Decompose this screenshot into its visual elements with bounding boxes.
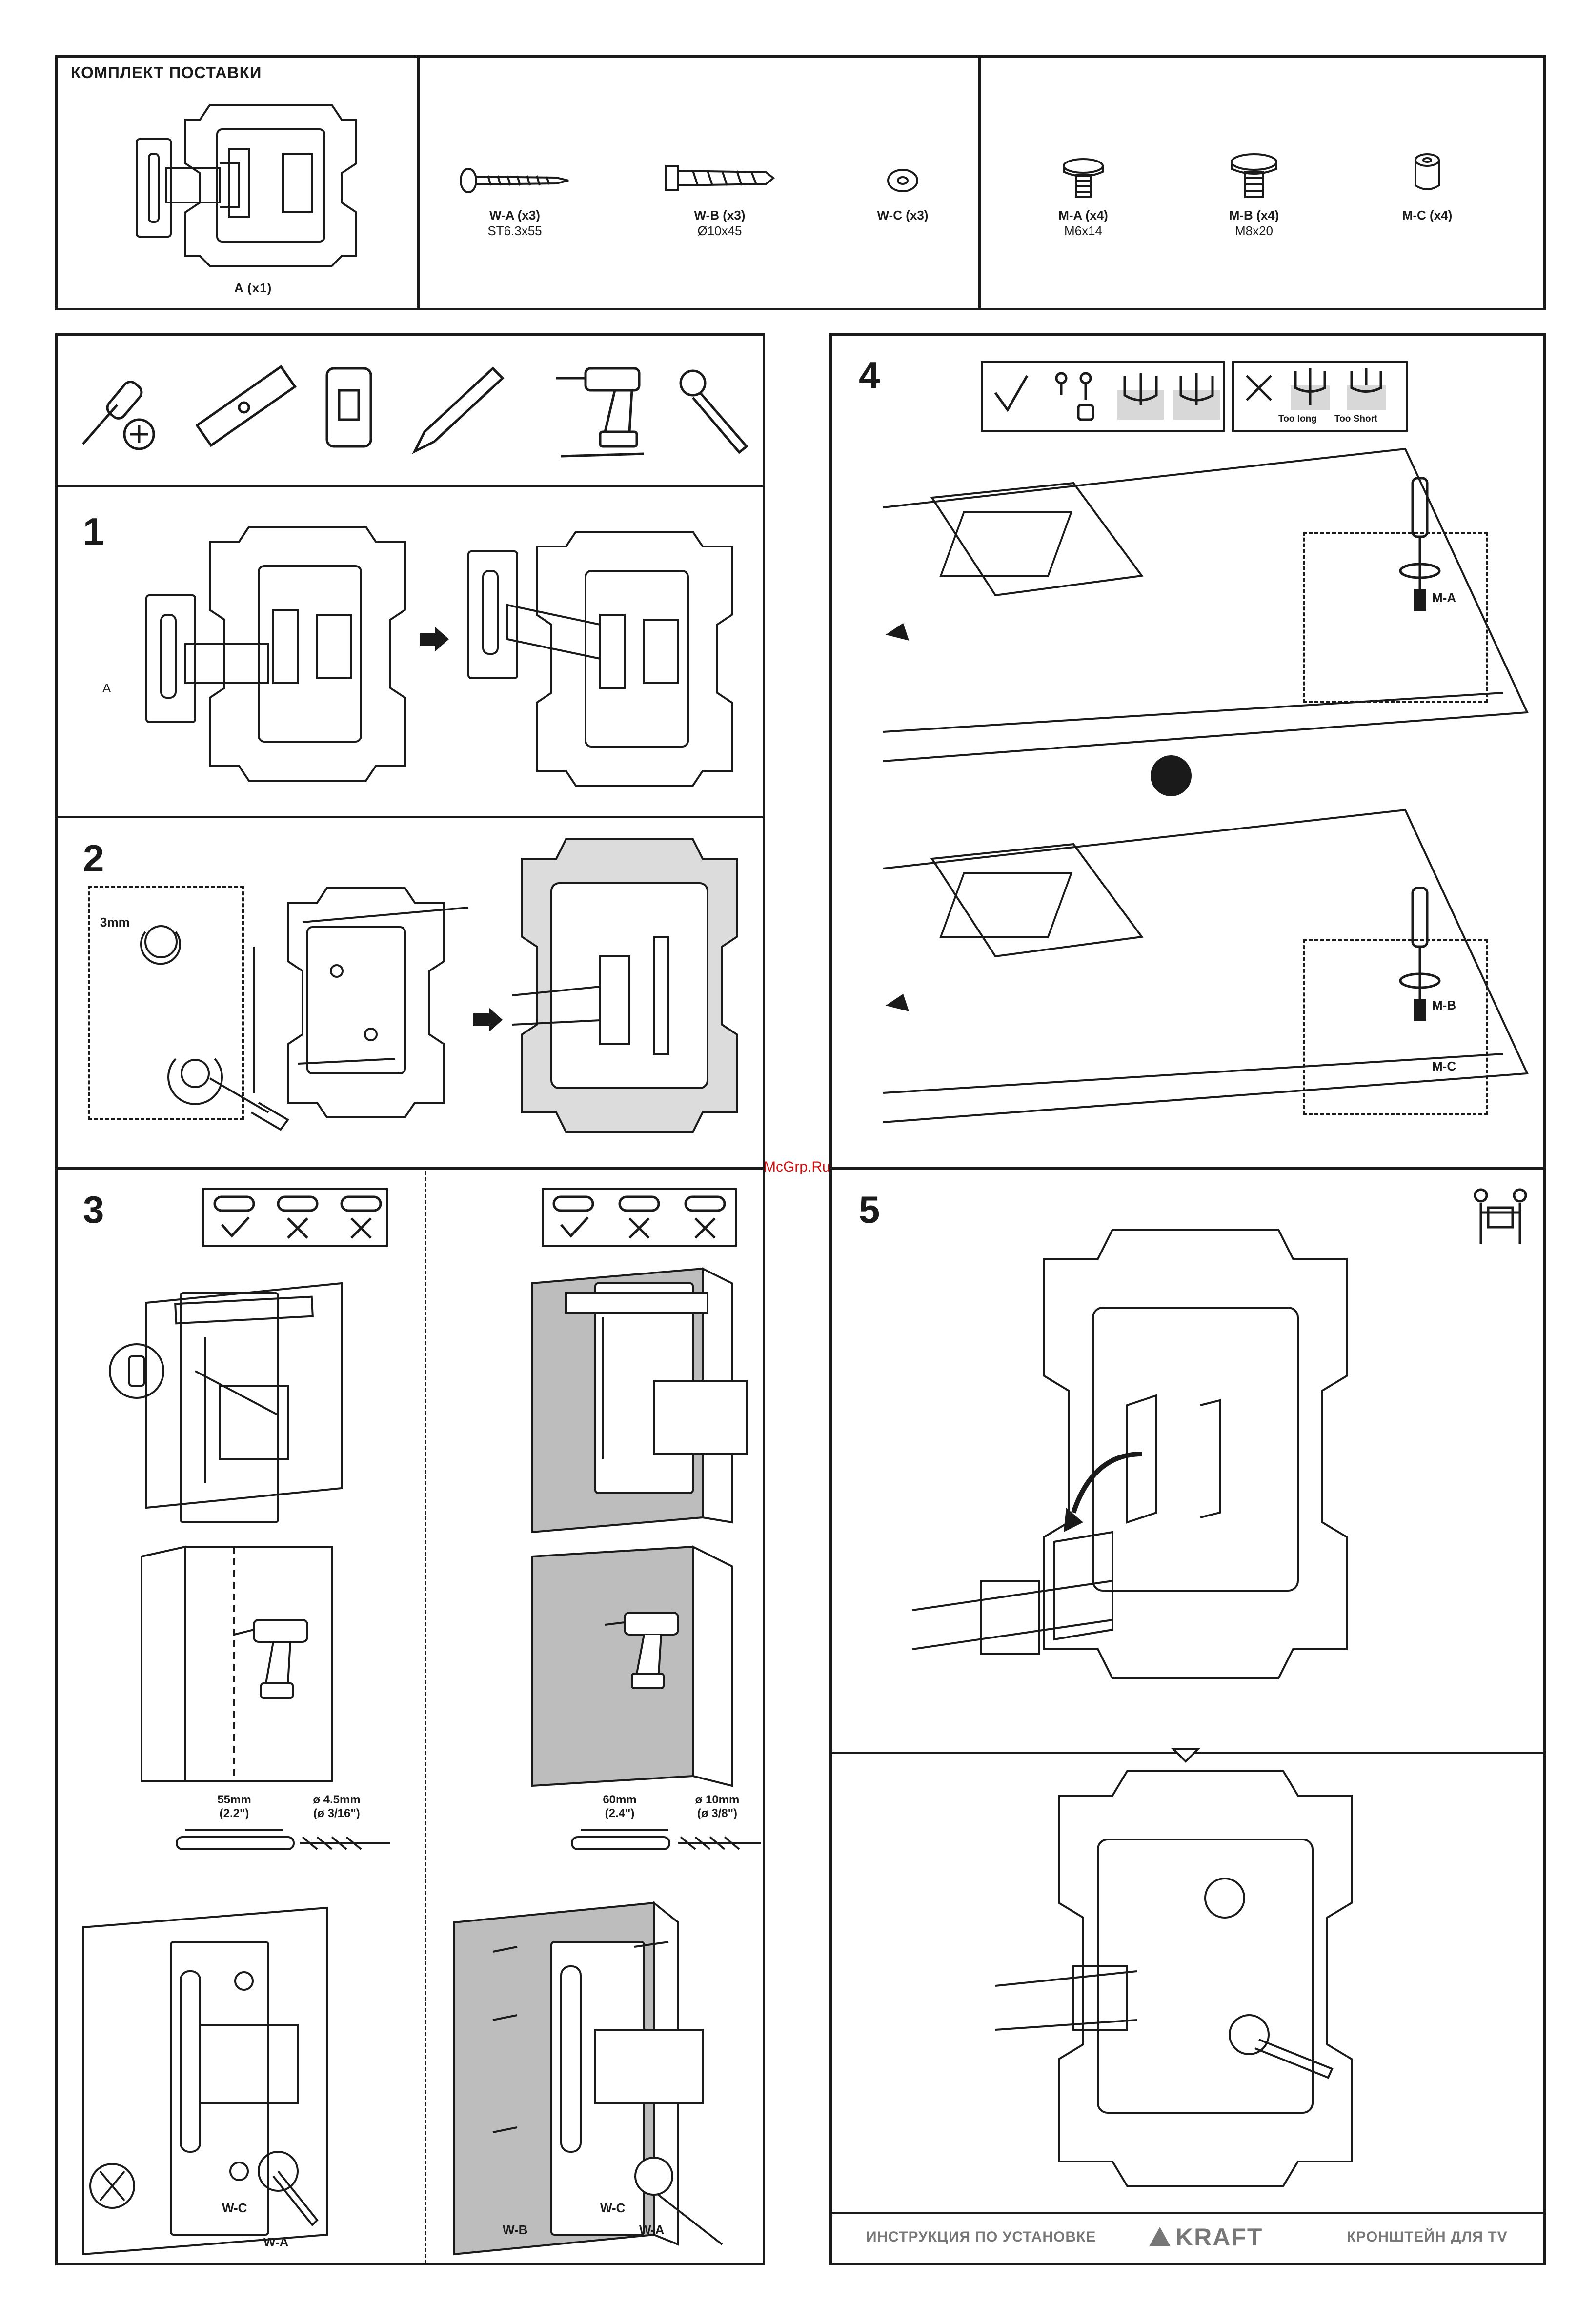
step3-concrete-drilling bbox=[527, 1542, 751, 1796]
step2-plate-mounted bbox=[512, 829, 747, 1142]
concrete-label-wa: W-A bbox=[639, 2223, 664, 2238]
part-mc-label: M-C (x4) bbox=[1364, 207, 1491, 223]
part-ma-label: M-A (x4)M6x14 bbox=[1020, 207, 1147, 239]
step4-screwdriver-a bbox=[1391, 478, 1449, 625]
part-wc-label: W-C (x3) bbox=[839, 207, 966, 223]
kraft-logo-icon bbox=[1149, 2227, 1171, 2246]
wood-drill-size: ø 4.5mm(ø 3/16") bbox=[303, 1793, 371, 1820]
step3-number: 3 bbox=[83, 1191, 104, 1229]
screw-ma-icon bbox=[1056, 156, 1110, 200]
step3-concrete-marking bbox=[527, 1264, 751, 1537]
footer-brand: KRAFT bbox=[1149, 2223, 1263, 2251]
step1-bracket-before bbox=[142, 512, 415, 795]
step1-divider bbox=[55, 816, 765, 818]
step3-center-dashed-line bbox=[425, 1171, 426, 2264]
step4-or-dot bbox=[1149, 754, 1193, 798]
wood-spacing: 55mm(2.2") bbox=[205, 1793, 263, 1820]
kit-divider-1 bbox=[417, 55, 420, 310]
bracket-a-label: A (x1) bbox=[234, 281, 272, 296]
step1-number: 1 bbox=[83, 512, 104, 550]
level-check-marks-wood bbox=[210, 1193, 385, 1242]
footer-left-text: ИНСТРУКЦИЯ ПО УСТАНОВКЕ bbox=[866, 2229, 1096, 2245]
step4-number: 4 bbox=[859, 356, 880, 394]
part-wb-label: W-B (x3)Ø10x45 bbox=[656, 207, 783, 239]
spacer-mc-icon bbox=[1410, 151, 1444, 195]
level-icon bbox=[190, 361, 298, 459]
bracket-a-illustration bbox=[127, 90, 361, 276]
step4-divider bbox=[829, 1167, 1546, 1170]
too-long-label: Too long bbox=[1278, 414, 1317, 424]
step5-hook-on bbox=[908, 1220, 1459, 1737]
step3-wood-screwing bbox=[83, 1883, 356, 2254]
screw-length-ok-marks bbox=[986, 366, 1220, 427]
anchor-wb-icon bbox=[664, 159, 776, 198]
screw-length-wrong-marks bbox=[1237, 366, 1403, 410]
kit-title: КОМПЛЕКТ ПОСТАВКИ bbox=[71, 63, 262, 82]
footer-right-text: КРОНШТЕЙН ДЛЯ TV bbox=[1347, 2229, 1508, 2245]
step1-arrow bbox=[420, 627, 449, 651]
socket-wrench-icon bbox=[673, 364, 756, 456]
step3-wood-drilling bbox=[137, 1537, 361, 1791]
step2-divider bbox=[55, 1167, 765, 1170]
stud-finder-icon bbox=[322, 364, 376, 451]
step4-screwdriver-b bbox=[1391, 888, 1449, 1034]
step1-bracket-after bbox=[464, 517, 747, 800]
concrete-spacing: 60mm(2.4") bbox=[590, 1793, 649, 1820]
two-person-lift-icon bbox=[1469, 1186, 1532, 1249]
concrete-label-wc: W-C bbox=[600, 2201, 625, 2216]
wood-label-wc: W-C bbox=[222, 2201, 247, 2216]
too-short-label: Too Short bbox=[1334, 414, 1377, 424]
step4-label-mc: M-C bbox=[1432, 1059, 1456, 1074]
screwdriver-icon bbox=[73, 361, 166, 459]
concrete-label-wb: W-B bbox=[503, 2223, 527, 2238]
step5-tighten bbox=[981, 1757, 1488, 2205]
step1-callout-a: A bbox=[102, 681, 111, 696]
screw-wa-icon bbox=[459, 166, 571, 195]
part-mb-label: M-B (x4)M8x20 bbox=[1191, 207, 1317, 239]
part-wa-label: W-A (x3)ST6.3x55 bbox=[451, 207, 578, 239]
wood-dimension-lines bbox=[176, 1825, 390, 1854]
kit-divider-2 bbox=[978, 55, 981, 310]
washer-wc-icon bbox=[886, 166, 920, 195]
drill-icon bbox=[546, 359, 659, 466]
step3-wood-marking bbox=[83, 1273, 351, 1537]
step5-number: 5 bbox=[859, 1191, 880, 1229]
screw-mb-icon bbox=[1225, 151, 1283, 200]
watermark: McGrp.Ru bbox=[764, 1159, 830, 1175]
concrete-dimension-lines bbox=[571, 1825, 766, 1854]
wood-label-wa: W-A bbox=[263, 2235, 288, 2250]
level-check-marks-concrete bbox=[549, 1193, 734, 1242]
concrete-drill-size: ø 10mm(ø 3/8") bbox=[683, 1793, 751, 1820]
footer-divider bbox=[829, 2212, 1546, 2214]
pencil-icon bbox=[405, 359, 507, 461]
step2-bracket-detail bbox=[93, 849, 473, 1142]
step3-concrete-screwing bbox=[449, 1893, 742, 2254]
step2-arrow bbox=[473, 1008, 503, 1032]
tools-divider bbox=[55, 485, 765, 487]
